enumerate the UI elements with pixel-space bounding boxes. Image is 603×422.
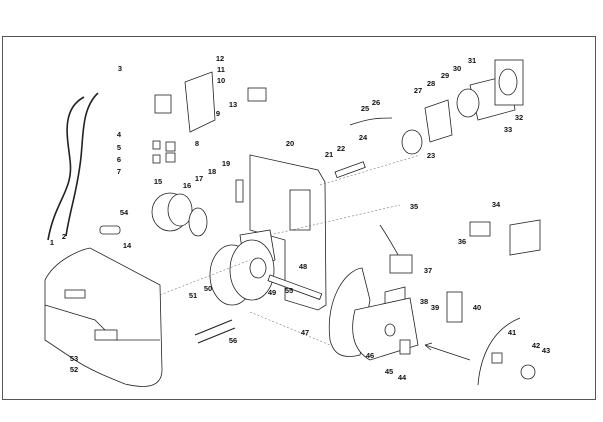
part-label-37: 37 <box>424 266 432 275</box>
part-label-1: 1 <box>50 238 54 247</box>
part-label-18: 18 <box>208 167 216 176</box>
part-label-3: 3 <box>118 64 122 73</box>
part-label-34: 34 <box>492 200 501 209</box>
part-label-50: 50 <box>204 284 212 293</box>
capacitor-54 <box>99 225 121 235</box>
part-label-13: 13 <box>229 100 237 109</box>
relay <box>154 94 172 114</box>
part-label-10: 10 <box>217 76 225 85</box>
fan-hub <box>249 257 267 279</box>
part-label-49: 49 <box>268 288 276 297</box>
part-label-56: 56 <box>229 336 237 345</box>
part-label-51: 51 <box>189 291 197 300</box>
part-label-23: 23 <box>427 151 435 160</box>
part-label-6: 6 <box>117 155 121 164</box>
part-label-20: 20 <box>286 139 294 148</box>
part-label-12: 12 <box>216 54 224 63</box>
coil-13 <box>247 87 267 102</box>
part-label-30: 30 <box>453 64 461 73</box>
part-label-26: 26 <box>372 98 380 107</box>
part-label-27: 27 <box>414 86 422 95</box>
part-label-11: 11 <box>217 65 225 74</box>
part-43 <box>520 364 536 380</box>
cable-25 <box>349 117 393 126</box>
part-label-22: 22 <box>337 144 345 153</box>
mount-36 <box>509 219 541 256</box>
part-label-41: 41 <box>508 328 516 337</box>
part-label-33: 33 <box>504 125 512 134</box>
part-label-52: 52 <box>70 365 78 374</box>
filter-40 <box>446 291 463 323</box>
cover-window-1 <box>64 289 86 299</box>
part-label-39: 39 <box>431 303 439 312</box>
part-label-47: 47 <box>301 328 309 337</box>
diagram-frame <box>2 36 596 400</box>
cable-35 <box>379 224 401 259</box>
part-label-9: 9 <box>216 109 220 118</box>
parts-drawing <box>44 59 541 387</box>
part-label-19: 19 <box>222 159 230 168</box>
part-label-44: 44 <box>398 373 407 382</box>
guide-arc <box>477 317 521 386</box>
part-label-14: 14 <box>123 241 132 250</box>
disc-16 <box>188 207 208 237</box>
part-41 <box>491 352 503 364</box>
part-label-32: 32 <box>515 113 523 122</box>
part-label-24: 24 <box>359 133 368 142</box>
part-label-15: 15 <box>154 177 162 186</box>
part-label-42: 42 <box>532 341 540 350</box>
cover-52 <box>44 247 163 387</box>
pump-port <box>384 323 396 337</box>
head-30 <box>456 88 480 118</box>
part-label-53: 53 <box>70 354 78 363</box>
part-label-28: 28 <box>427 79 435 88</box>
head-28 <box>424 99 453 143</box>
part-label-31: 31 <box>468 56 476 65</box>
part-label-17: 17 <box>195 174 203 183</box>
part-label-5: 5 <box>117 143 121 152</box>
flange-hole <box>498 68 518 96</box>
part-label-7: 7 <box>117 167 121 176</box>
bracket-34 <box>469 221 491 237</box>
arrow-to-pump <box>424 342 471 361</box>
cable-clip-6 <box>152 154 161 164</box>
flexible-hose-2 <box>65 92 99 237</box>
panel-window <box>289 189 311 231</box>
transformer-37 <box>389 254 413 274</box>
flexible-hose-1 <box>47 96 85 241</box>
part-label-25: 25 <box>361 104 369 113</box>
cover-window-2 <box>94 329 118 341</box>
plug-7 <box>165 152 176 163</box>
part-22 <box>334 161 366 179</box>
rod-56 <box>194 319 236 344</box>
part-label-16: 16 <box>183 181 191 190</box>
plug-8 <box>165 141 176 152</box>
control-box-plate <box>184 71 216 133</box>
part-label-21: 21 <box>325 150 333 159</box>
part-label-2: 2 <box>62 232 66 241</box>
part-23 <box>401 129 423 155</box>
part-label-38: 38 <box>420 297 428 306</box>
part-label-35: 35 <box>410 202 418 211</box>
part-label-36: 36 <box>458 237 466 246</box>
part-label-40: 40 <box>473 303 481 312</box>
motor-fan <box>167 193 193 227</box>
part-label-46: 46 <box>366 351 374 360</box>
filter-19 <box>235 179 244 203</box>
assembly-lines <box>159 154 421 346</box>
part-label-55: 55 <box>285 286 293 295</box>
part-label-54: 54 <box>120 208 129 217</box>
shaft-55 <box>267 274 323 300</box>
cable-clip-5 <box>152 140 161 150</box>
part-label-48: 48 <box>299 262 307 271</box>
part-label-4: 4 <box>117 130 122 139</box>
part-label-45: 45 <box>385 367 393 376</box>
part-label-43: 43 <box>542 346 550 355</box>
part-label-8: 8 <box>195 139 199 148</box>
pump-44 <box>399 339 411 355</box>
part-label-29: 29 <box>441 71 449 80</box>
